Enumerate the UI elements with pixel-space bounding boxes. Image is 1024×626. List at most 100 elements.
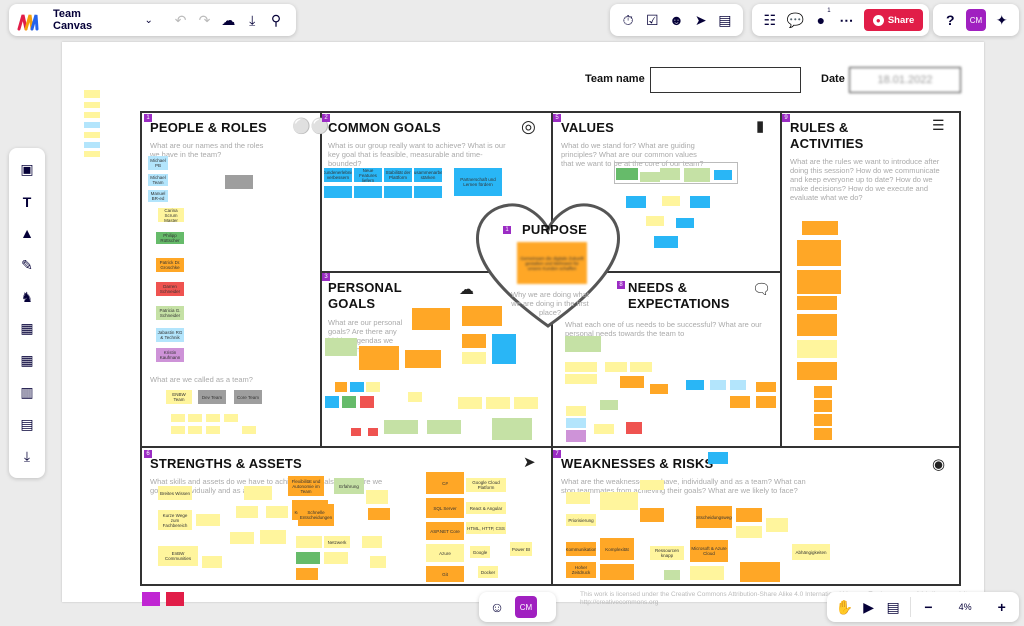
sticky-note[interactable] — [296, 568, 318, 580]
sticky-note[interactable]: Stabilität der Plattform — [384, 168, 412, 182]
sticky-note[interactable] — [640, 480, 664, 490]
sticky-note[interactable] — [630, 362, 652, 372]
sticky-note[interactable]: Darren Schneider — [156, 282, 184, 296]
sticky-note[interactable] — [462, 352, 486, 364]
sticky-note[interactable]: Zusammenarbeit stärken — [414, 168, 442, 182]
sticky-note[interactable] — [566, 418, 586, 428]
sticky-note[interactable] — [640, 508, 664, 522]
sticky-note[interactable] — [188, 426, 202, 434]
sticky-note[interactable]: HTML, HTTP, CSS — [466, 522, 506, 534]
mini-notes-cluster[interactable] — [82, 90, 102, 158]
voting-icon[interactable]: ☑ — [646, 11, 659, 28]
zoom-in-icon[interactable]: + — [997, 599, 1006, 615]
sticky-note[interactable] — [605, 362, 627, 372]
map-icon[interactable]: ▤ — [886, 598, 900, 615]
sticky-note[interactable]: Microsoft & Azure Cloud — [690, 540, 728, 562]
sticky-note[interactable] — [646, 216, 664, 226]
sticky-note[interactable] — [260, 530, 286, 544]
comments-icon[interactable]: 💬 — [786, 11, 805, 28]
sticky-note[interactable]: Philipp Rüttscher — [156, 232, 184, 244]
chevron-down-icon[interactable]: ⌄ — [144, 14, 153, 26]
sticky-note[interactable] — [370, 556, 386, 568]
sticky-note[interactable] — [626, 422, 642, 434]
sticky-note[interactable] — [640, 172, 660, 182]
sticky-note[interactable] — [708, 452, 728, 464]
avatar[interactable]: CM — [965, 9, 987, 31]
table-icon[interactable]: ▥ — [20, 383, 34, 400]
purpose-note[interactable]: Gemeinsam die digitale Zukunft gestalten… — [517, 242, 587, 284]
sticky-note[interactable] — [797, 240, 841, 266]
sticky-note[interactable] — [565, 336, 601, 352]
redo-icon[interactable]: ↷ — [198, 11, 211, 28]
sticky-note[interactable] — [408, 392, 422, 402]
search-icon[interactable]: ⚲ — [270, 11, 282, 28]
sticky-note[interactable]: Azure — [426, 544, 464, 562]
sticky-note[interactable] — [565, 374, 597, 384]
sticky-note[interactable]: C# — [426, 472, 464, 494]
sticky-note[interactable] — [662, 196, 680, 206]
emoji-icon[interactable]: ☺ — [489, 599, 505, 615]
sticky-note[interactable] — [359, 346, 399, 370]
sticky-note[interactable] — [368, 508, 390, 520]
sticky-note[interactable] — [325, 338, 357, 356]
export-icon[interactable]: ⤓ — [249, 11, 256, 28]
briefcase-icon[interactable]: ▤ — [718, 11, 732, 28]
avatar[interactable]: CM — [515, 596, 537, 618]
sticky-note[interactable] — [814, 428, 832, 440]
sticky-note[interactable] — [616, 168, 638, 180]
sticky-note[interactable]: Dev Team — [198, 390, 226, 404]
sticky-note[interactable]: React & Angular — [466, 502, 506, 514]
sticky-note[interactable] — [462, 306, 502, 326]
sticky-note[interactable] — [486, 397, 510, 409]
sticky-note[interactable]: Schnelle Entscheidungen — [298, 504, 334, 526]
sticky-note[interactable] — [620, 376, 644, 388]
sticky-note[interactable]: Kommunikation — [566, 542, 596, 556]
sticky-note[interactable] — [171, 414, 185, 422]
sticky-note[interactable] — [654, 236, 678, 248]
sticky-note[interactable] — [142, 592, 160, 606]
sticky-note[interactable]: ASP.NET Core — [426, 522, 464, 540]
board-name[interactable]: Team Canvas — [53, 8, 93, 32]
sticky-note[interactable]: Priorisierung — [566, 514, 596, 526]
sticky-note[interactable] — [324, 552, 348, 564]
sticky-note[interactable] — [797, 270, 841, 294]
share-button[interactable]: ● Share — [864, 9, 923, 31]
sticky-note[interactable] — [684, 168, 710, 182]
sticky-note[interactable] — [196, 514, 220, 526]
sticky-note[interactable]: Core Team — [234, 390, 262, 404]
sticky-note[interactable] — [354, 186, 382, 198]
sticky-note[interactable] — [242, 426, 256, 434]
more-icon[interactable]: ⋯ — [839, 11, 854, 28]
sticky-note[interactable] — [594, 424, 614, 434]
sticky-note[interactable] — [225, 175, 253, 189]
sticky-note[interactable]: Power BI — [510, 542, 532, 556]
values-group-frame[interactable] — [614, 162, 738, 184]
sticky-note[interactable]: Jabastin RG & Technik — [156, 328, 184, 342]
sticky-note[interactable] — [690, 566, 724, 580]
sticky-note[interactable]: Entscheidungswege — [696, 506, 732, 528]
image-icon[interactable]: ▦ — [20, 320, 34, 337]
sticky-note[interactable] — [384, 186, 412, 198]
sticky-note[interactable] — [368, 428, 378, 436]
sticky-note[interactable]: Google Cloud Platform — [466, 478, 506, 492]
sticky-note[interactable] — [166, 592, 184, 606]
sticky-note[interactable] — [296, 552, 320, 564]
cursor-icon[interactable]: ➤ — [694, 11, 707, 28]
sticky-note[interactable] — [814, 386, 832, 398]
sticky-note[interactable] — [797, 314, 837, 336]
sticky-note[interactable] — [566, 430, 586, 442]
sticky-note[interactable] — [664, 570, 680, 580]
sticky-note[interactable] — [325, 396, 339, 408]
sticky-note[interactable] — [797, 296, 837, 310]
sticky-note[interactable] — [514, 397, 538, 409]
sticky-note[interactable]: Git — [426, 566, 464, 582]
sticky-note[interactable] — [600, 492, 638, 510]
sticky-note[interactable] — [650, 384, 668, 394]
sticky-note[interactable] — [566, 406, 586, 416]
sticky-note[interactable] — [458, 397, 482, 409]
sticky-note-icon[interactable]: ▣ — [20, 161, 34, 178]
sticky-note[interactable] — [814, 414, 832, 426]
sticky-note[interactable]: Michael Team — [148, 174, 168, 186]
sticky-note[interactable] — [736, 508, 762, 522]
sticky-note[interactable] — [740, 562, 780, 582]
